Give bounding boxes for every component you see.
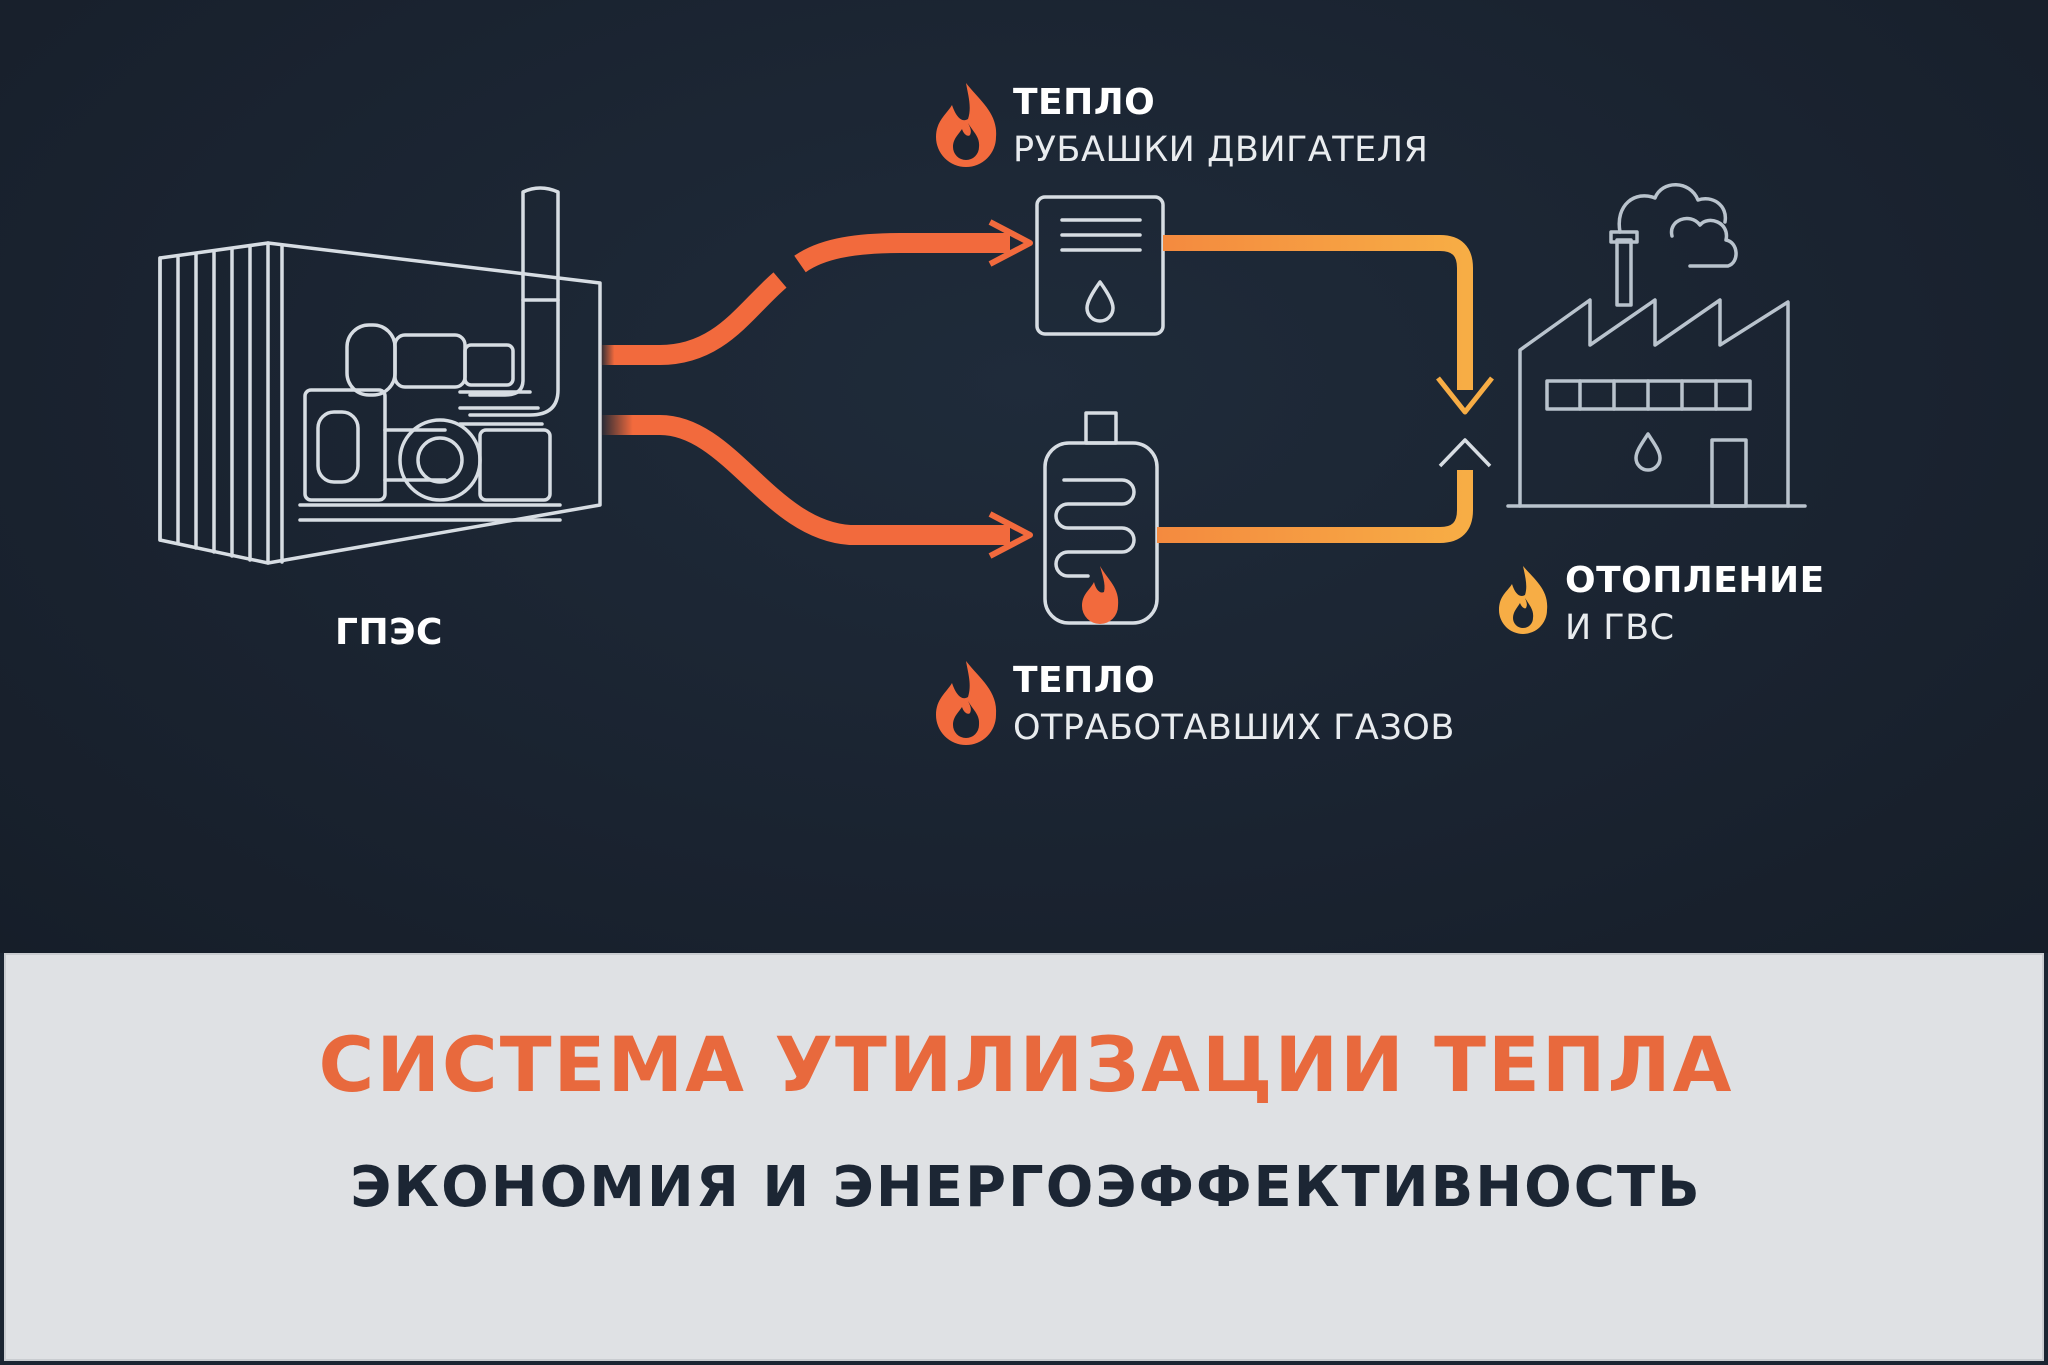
heat-recovery-diagram — [158, 83, 1807, 745]
footer-subtitle: ЭКОНОМИЯ И ЭНЕРГОЭФФЕКТИВНОСТЬ — [350, 1155, 1702, 1220]
footer-title: СИСТЕМА УТИЛИЗАЦИИ ТЕПЛА — [318, 1020, 1734, 1109]
factory-icon — [1506, 183, 1807, 508]
exhaust-heat-title: ТЕПЛО — [1013, 660, 1156, 701]
hot-flow-arrows — [600, 219, 1033, 559]
jacket-heat-flame-icon — [936, 83, 997, 167]
exhaust-heat-subtitle: ОТРАБОТАВШИХ ГАЗОВ — [1013, 708, 1455, 748]
genset-container-icon — [158, 186, 602, 565]
heating-subtitle: И ГВС — [1565, 608, 1675, 648]
exhaust-boiler-icon — [1043, 411, 1159, 625]
boiler-flame-icon — [1082, 566, 1119, 624]
heating-title: ОТОПЛЕНИЕ — [1565, 560, 1825, 601]
footer-banner: СИСТЕМА УТИЛИЗАЦИИ ТЕПЛА ЭКОНОМИЯ И ЭНЕР… — [4, 953, 2044, 1361]
jacket-heat-title: ТЕПЛО — [1013, 82, 1156, 123]
heating-flame-icon — [1499, 566, 1548, 634]
warm-flow-arrows — [1157, 235, 1494, 543]
jacket-heat-subtitle: РУБАШКИ ДВИГАТЕЛЯ — [1013, 130, 1429, 170]
diagram-panel — [0, 0, 2048, 953]
generator-label: ГПЭС — [335, 612, 443, 653]
heat-exchanger-icon — [1035, 195, 1165, 336]
exhaust-heat-flame-icon — [936, 661, 997, 745]
